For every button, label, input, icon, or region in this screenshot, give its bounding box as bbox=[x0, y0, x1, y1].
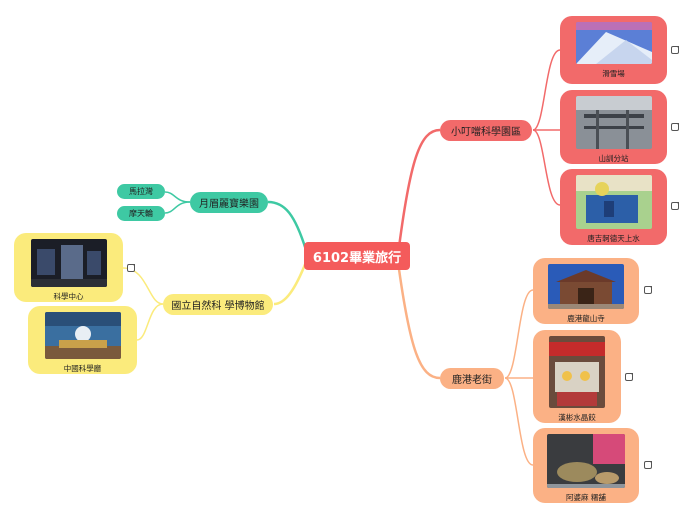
mountain-training-photo bbox=[575, 96, 652, 149]
branch-xiaodingdang-label: 小叮噹科學園區 bbox=[451, 127, 521, 138]
card-donki-water[interactable]: 唐吉軻德天上水 bbox=[560, 169, 667, 245]
external-link-icon[interactable] bbox=[671, 123, 679, 131]
card-china-science-hall[interactable]: 中國科學廳 bbox=[28, 306, 137, 374]
leaf-ferris-wheel[interactable]: 摩天輪 bbox=[117, 206, 165, 221]
external-link-icon[interactable] bbox=[644, 461, 652, 469]
external-link-icon[interactable] bbox=[671, 202, 679, 210]
card-crystal-dumpling-label: 漢彬水晶餃 bbox=[558, 413, 596, 422]
china-science-hall-photo bbox=[44, 312, 121, 359]
card-crystal-dumpling[interactable]: 漢彬水晶餃 bbox=[533, 330, 621, 423]
card-science-center[interactable]: 科學中心 bbox=[14, 233, 123, 302]
branch-janfusun[interactable]: 月眉麗寶樂園 bbox=[190, 192, 268, 213]
external-link-icon[interactable] bbox=[671, 46, 679, 54]
leaf-malawan-label: 馬拉灣 bbox=[129, 187, 153, 196]
branch-museum[interactable]: 國立自然科 學博物館 bbox=[163, 294, 273, 315]
card-longshan-temple-label: 鹿港龍山寺 bbox=[567, 314, 605, 323]
branch-lukang[interactable]: 鹿港老街 bbox=[440, 368, 504, 389]
card-mountain-training[interactable]: 山訓分站 bbox=[560, 90, 667, 164]
science-center-photo bbox=[30, 239, 107, 287]
branch-xiaodingdang[interactable]: 小叮噹科學園區 bbox=[440, 120, 532, 141]
branch-lukang-label: 鹿港老街 bbox=[452, 375, 492, 386]
card-mochi-shop[interactable]: 阿婆麻 糬舖 bbox=[533, 428, 639, 503]
crystal-dumpling-photo bbox=[549, 336, 605, 408]
leaf-ferris-wheel-label: 摩天輪 bbox=[129, 209, 153, 218]
card-ski-resort-label: 滑雪場 bbox=[602, 69, 625, 78]
external-link-icon[interactable] bbox=[625, 373, 633, 381]
card-longshan-temple[interactable]: 鹿港龍山寺 bbox=[533, 258, 639, 324]
external-link-icon[interactable] bbox=[127, 264, 135, 272]
card-mountain-training-label: 山訓分站 bbox=[598, 154, 629, 163]
donki-water-photo bbox=[575, 175, 652, 229]
card-mochi-shop-label: 阿婆麻 糬舖 bbox=[566, 493, 606, 502]
longshan-temple-photo bbox=[548, 264, 624, 309]
ski-resort-photo bbox=[575, 22, 652, 64]
external-link-icon[interactable] bbox=[644, 286, 652, 294]
branch-museum-label: 國立自然科 學博物館 bbox=[171, 301, 265, 312]
card-donki-water-label: 唐吉軻德天上水 bbox=[587, 234, 640, 243]
central-topic[interactable]: 6102畢業旅行 bbox=[304, 242, 410, 270]
card-ski-resort[interactable]: 滑雪場 bbox=[560, 16, 667, 84]
leaf-malawan[interactable]: 馬拉灣 bbox=[117, 184, 165, 199]
card-china-science-hall-label: 中國科學廳 bbox=[63, 364, 102, 373]
central-topic-label: 6102畢業旅行 bbox=[312, 250, 402, 266]
mochi-shop-photo bbox=[547, 434, 625, 488]
card-science-center-label: 科學中心 bbox=[53, 292, 84, 301]
branch-janfusun-label: 月眉麗寶樂園 bbox=[199, 199, 259, 210]
